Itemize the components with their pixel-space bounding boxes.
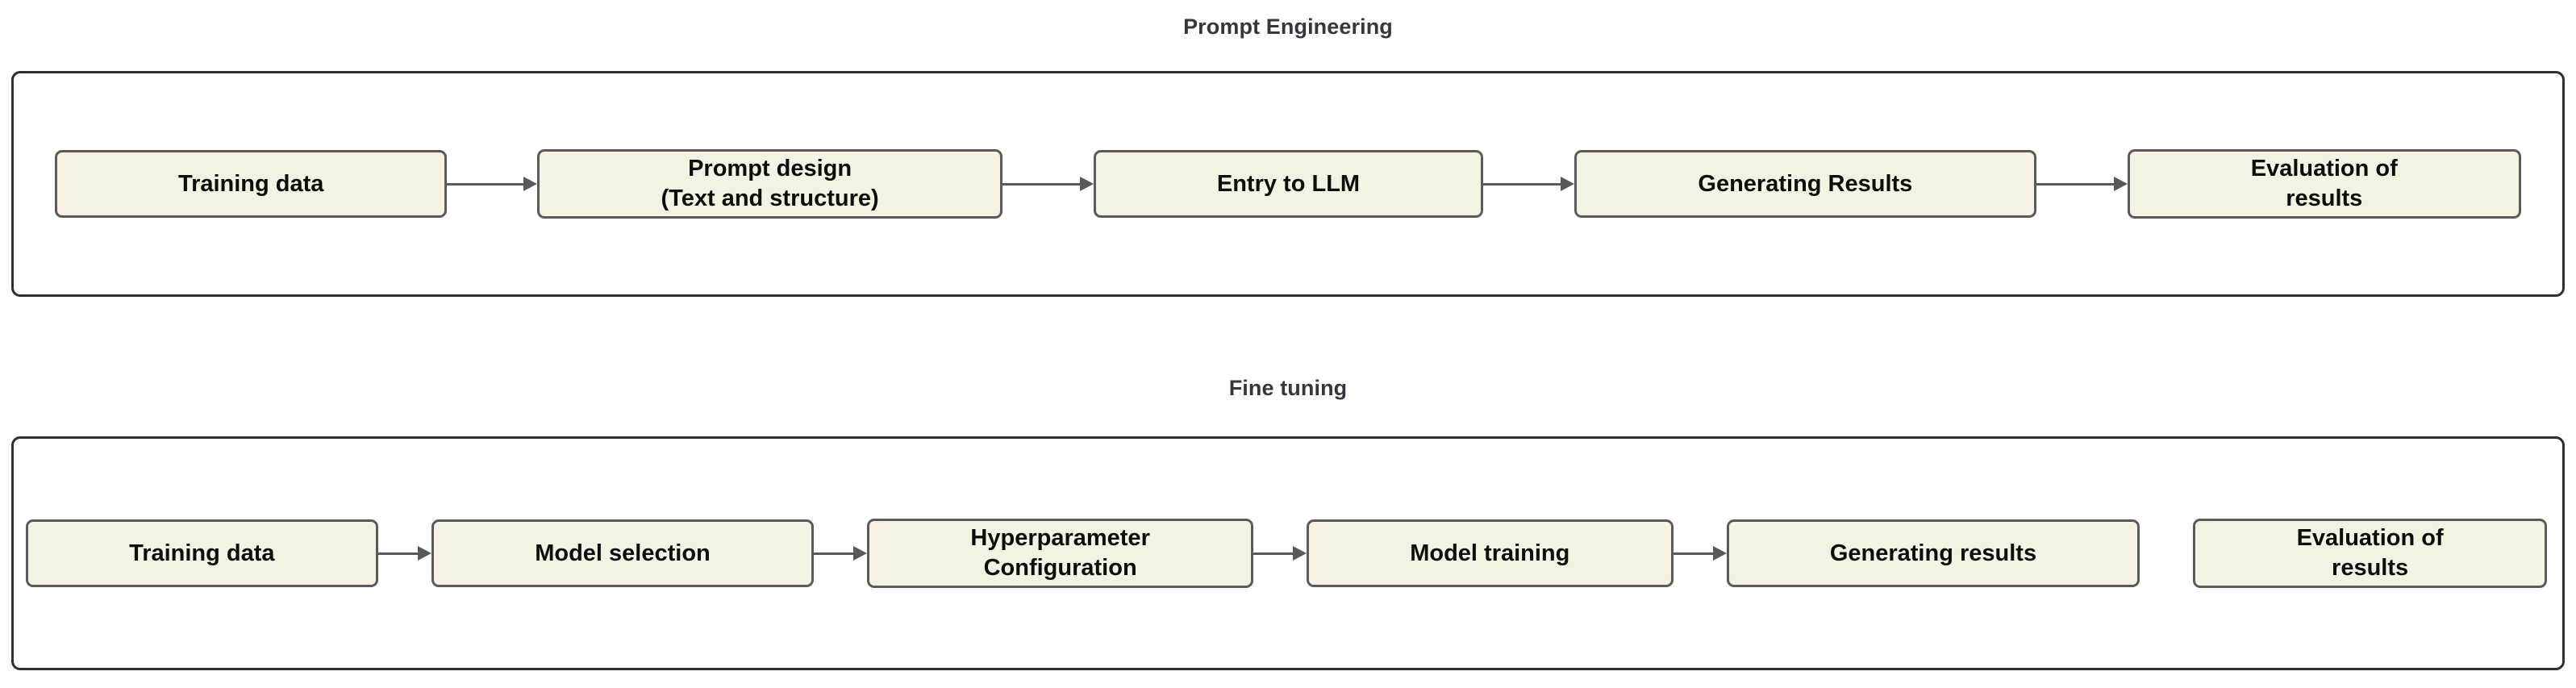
arrow-head-icon bbox=[523, 177, 538, 191]
arrow-connector-4-prompt bbox=[2036, 177, 2128, 191]
step-label: Training data bbox=[177, 170, 324, 197]
step-label: Generating results bbox=[1829, 540, 2037, 566]
step-label: Hyperparameter Configuration bbox=[970, 525, 1150, 581]
arrow-connector-2-prompt bbox=[1002, 177, 1094, 191]
section-title-fine-tuning: Fine tuning bbox=[1228, 376, 1348, 400]
arrow-head-icon bbox=[1079, 177, 1094, 191]
arrow-shaft bbox=[2036, 182, 2115, 186]
step-label: Generating Results bbox=[1698, 170, 1913, 197]
step-label: Training data bbox=[129, 540, 275, 566]
arrow-connector-3-finetune bbox=[1253, 546, 1307, 561]
step-box-evaluation-of-results-finetune[interactable]: Evaluation of results bbox=[2193, 519, 2547, 588]
step-box-prompt-design[interactable]: Prompt design (Text and structure) bbox=[537, 149, 1002, 219]
step-box-hyperparameter-configuration[interactable]: Hyperparameter Configuration bbox=[867, 519, 1253, 588]
arrow-connector-1-finetune bbox=[377, 546, 431, 561]
arrow-head-icon bbox=[1712, 546, 1727, 561]
step-label: Model training bbox=[1410, 540, 1570, 566]
flow-row-prompt-engineering: Training data Prompt design (Text and st… bbox=[11, 71, 2565, 297]
arrow-connector-4-finetune bbox=[1673, 546, 1727, 561]
arrow-shaft bbox=[447, 182, 525, 186]
arrow-head-icon bbox=[1561, 177, 1575, 191]
arrow-shaft bbox=[377, 552, 419, 555]
step-box-model-selection[interactable]: Model selection bbox=[431, 519, 815, 587]
step-box-model-training[interactable]: Model training bbox=[1306, 519, 1674, 587]
arrow-shaft bbox=[1483, 182, 1562, 186]
step-label: Model selection bbox=[535, 540, 711, 566]
arrow-head-icon bbox=[853, 546, 868, 561]
arrow-shaft bbox=[1673, 552, 1714, 555]
step-label: Entry to LLM bbox=[1216, 170, 1361, 197]
arrow-head-icon bbox=[417, 546, 431, 561]
arrow-connector-3-prompt bbox=[1483, 177, 1575, 191]
arrow-head-icon bbox=[2113, 177, 2128, 191]
arrow-connector-2-finetune bbox=[814, 546, 868, 561]
step-box-training-data-finetune[interactable]: Training data bbox=[26, 519, 378, 587]
step-box-generating-results-finetune[interactable]: Generating results bbox=[1726, 519, 2140, 587]
arrow-connector-1-prompt bbox=[447, 177, 538, 191]
step-label: Prompt design (Text and structure) bbox=[661, 156, 879, 211]
step-box-evaluation-of-results-prompt[interactable]: Evaluation of results bbox=[2127, 149, 2521, 219]
arrow-shaft bbox=[1002, 182, 1081, 186]
step-box-generating-results-prompt[interactable]: Generating Results bbox=[1574, 150, 2036, 218]
step-box-entry-to-llm[interactable]: Entry to LLM bbox=[1093, 150, 1484, 218]
step-box-training-data-prompt[interactable]: Training data bbox=[55, 150, 448, 218]
arrow-head-icon bbox=[1292, 546, 1307, 561]
step-label: Evaluation of results bbox=[2250, 156, 2398, 211]
flow-row-fine-tuning: Training data Model selection Hyperparam… bbox=[11, 436, 2565, 670]
arrow-shaft bbox=[814, 552, 855, 555]
section-title-prompt-engineering: Prompt Engineering bbox=[1183, 15, 1393, 39]
step-label: Evaluation of results bbox=[2296, 525, 2444, 581]
arrow-shaft bbox=[1253, 552, 1294, 555]
